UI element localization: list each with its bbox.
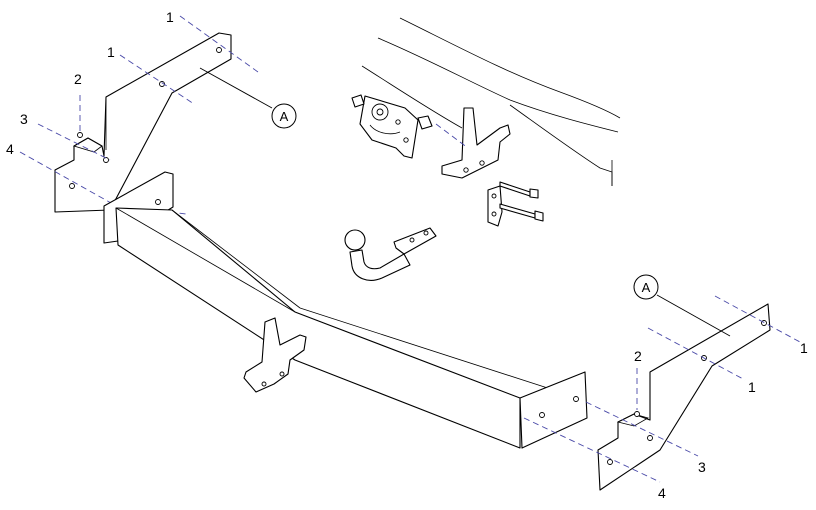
bolt-upper — [435, 123, 539, 199]
beam-hitch-bracket — [243, 317, 307, 393]
callout-a-right-label: A — [642, 280, 651, 295]
callout-a-right: A — [633, 274, 731, 337]
callout-a-top: A — [199, 67, 297, 129]
left-label-3: 3 — [20, 111, 28, 127]
callout-a-top-label: A — [280, 109, 289, 124]
right-label-1-top: 1 — [800, 340, 808, 356]
right-label-1-mid: 1 — [748, 379, 756, 395]
tow-ball-neck — [344, 227, 437, 281]
spacer-plate — [487, 185, 544, 227]
right-label-2: 2 — [634, 348, 642, 364]
right-side-bracket — [597, 303, 771, 491]
left-label-1-mid: 1 — [107, 44, 115, 60]
left-label-2: 2 — [74, 71, 82, 87]
left-label-4: 4 — [6, 141, 14, 157]
right-bracket-center-lines — [523, 295, 801, 483]
vehicle-body-outline — [361, 17, 621, 186]
right-label-3: 3 — [698, 459, 706, 475]
main-cross-beam — [103, 171, 588, 449]
left-label-1-top: 1 — [166, 9, 174, 25]
socket-plate-assembly — [351, 94, 433, 159]
right-label-4: 4 — [658, 485, 666, 501]
left-side-bracket — [54, 32, 232, 213]
vehicle-mount-bracket — [441, 107, 511, 179]
